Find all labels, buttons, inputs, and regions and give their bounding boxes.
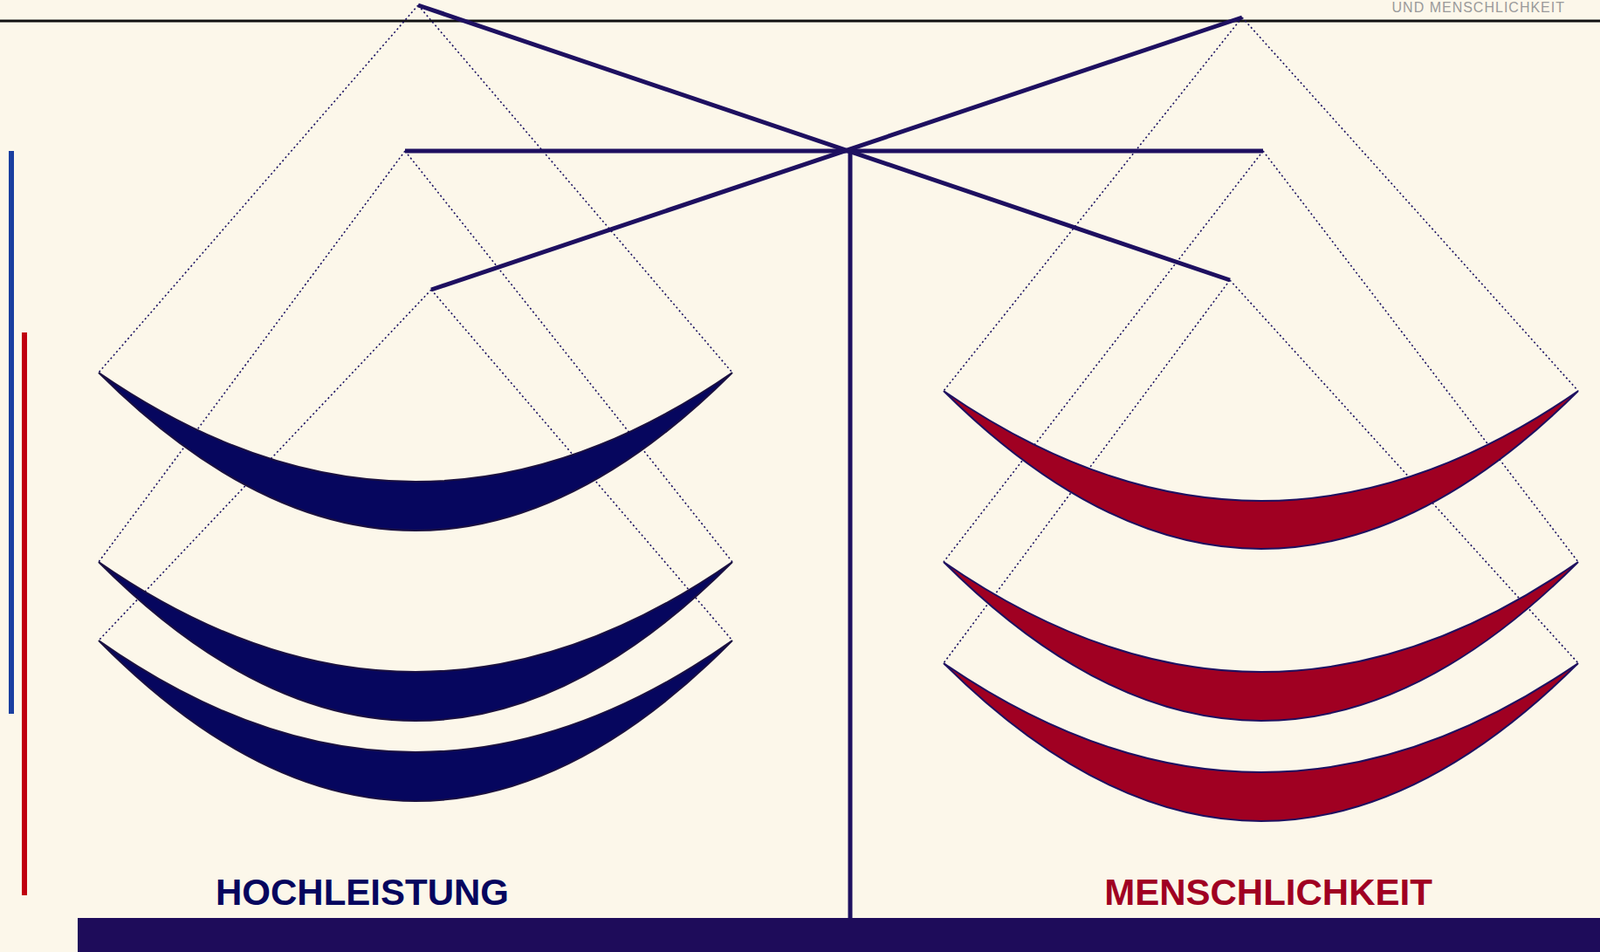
blue-bar xyxy=(8,151,14,715)
red-bar xyxy=(21,332,28,896)
scale-base xyxy=(77,918,1600,952)
right-pans xyxy=(943,391,1579,822)
pan-label: MENSCHLICHKEIT xyxy=(1104,871,1433,915)
pan-strings xyxy=(98,5,1579,664)
pan-label: HOCHLEISTUNG xyxy=(215,871,509,915)
left-pans xyxy=(98,372,733,802)
top-rule xyxy=(0,20,1600,23)
page-title: UND MENSCHLICHKEIT xyxy=(1392,0,1566,16)
